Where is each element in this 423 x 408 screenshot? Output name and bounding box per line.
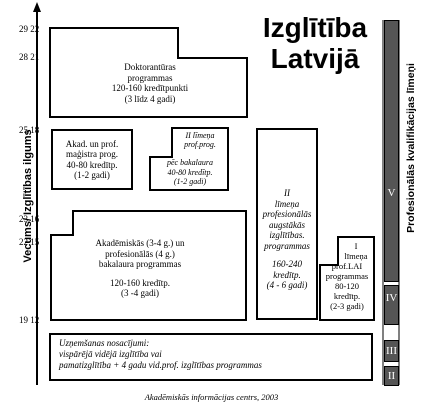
- tick-22-15: 22 15: [19, 237, 40, 247]
- footer-credit: Akadēmiskās informācijas centrs, 2003: [144, 392, 279, 402]
- level-ii-label: II: [387, 370, 396, 382]
- tick-19-12: 19 12: [19, 315, 40, 325]
- tick-23-16: 23 16: [19, 214, 40, 224]
- tick-29-22: 29 22: [19, 24, 40, 34]
- level-v-label: V: [387, 187, 396, 199]
- level-iv-band: [384, 285, 399, 325]
- bachelor-box: Akadēmiskās (3-4 g.) un profesionālās (4…: [95, 238, 185, 298]
- level2-long-box: II līmeņa profesionālās augstākās izglīt…: [256, 128, 318, 320]
- admission-box: Uzņemšanas nosacījumi: vispārējā vidējā …: [49, 333, 373, 381]
- page-title: Izglītība Latvijā: [251, 12, 379, 74]
- level-ii-band: [384, 366, 399, 386]
- doctoral-box: Doktorantūras programmas 120-160 kredītp…: [111, 62, 189, 104]
- level1-box: I līmeņa prof.LAI programmas 80-120 kred…: [325, 241, 369, 311]
- master-box: Akad. un prof. maģistra prog. 40-80 kred…: [51, 129, 133, 190]
- after-bachelor-label: pēc bakalaura 40-80 kredītp. (1-2 gadi): [167, 158, 213, 186]
- tick-25-18: 25 18: [19, 125, 40, 135]
- level-v-band: [384, 20, 399, 282]
- title-line-2: Latvijā: [270, 43, 360, 74]
- tick-28-21: 28 21: [19, 52, 40, 62]
- level-iv-label: IV: [385, 292, 398, 304]
- level-iii-label: III: [386, 345, 397, 357]
- level-iii-band: [384, 340, 399, 362]
- level2-short-label: II līmeņa prof.prog.: [184, 131, 216, 149]
- title-line-1: Izglītība: [262, 12, 368, 43]
- right-axis-label: Profesionālās kvalifikācijas līmeņi: [405, 63, 417, 233]
